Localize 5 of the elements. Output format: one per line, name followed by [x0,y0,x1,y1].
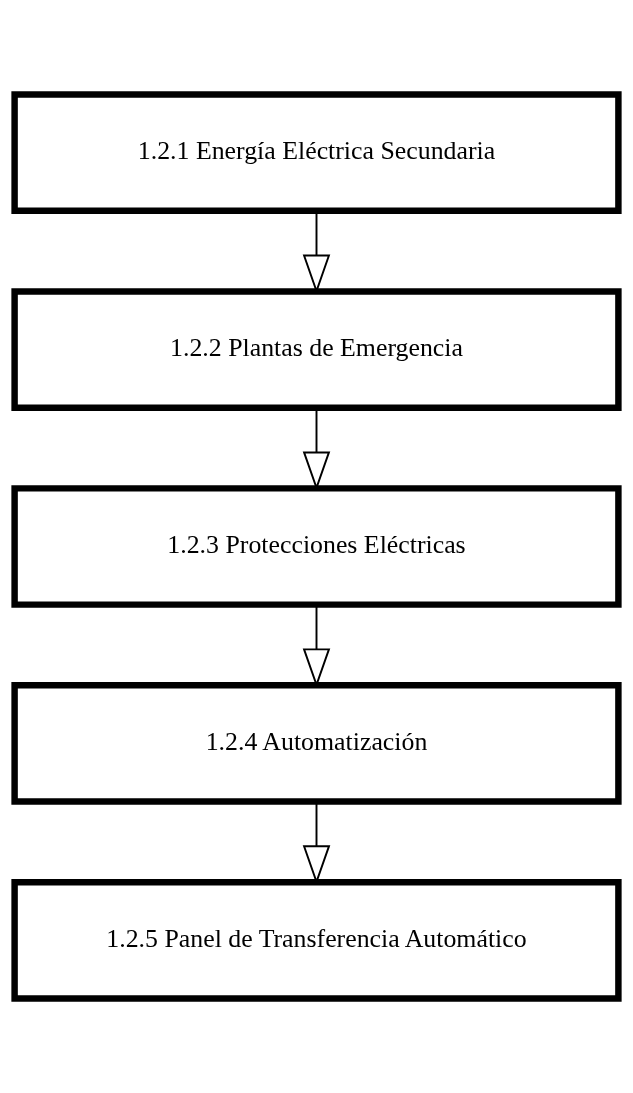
node-box: 1.2.3 Protecciones Eléctricas [11,485,622,608]
node-box: 1.2.5 Panel de Transferencia Automático [11,879,622,1002]
node-box: 1.2.2 Plantas de Emergencia [11,288,622,411]
node-box: 1.2.1 Energía Eléctrica Secundaria [11,91,622,214]
node-box: 1.2.4 Automatización [11,682,622,805]
